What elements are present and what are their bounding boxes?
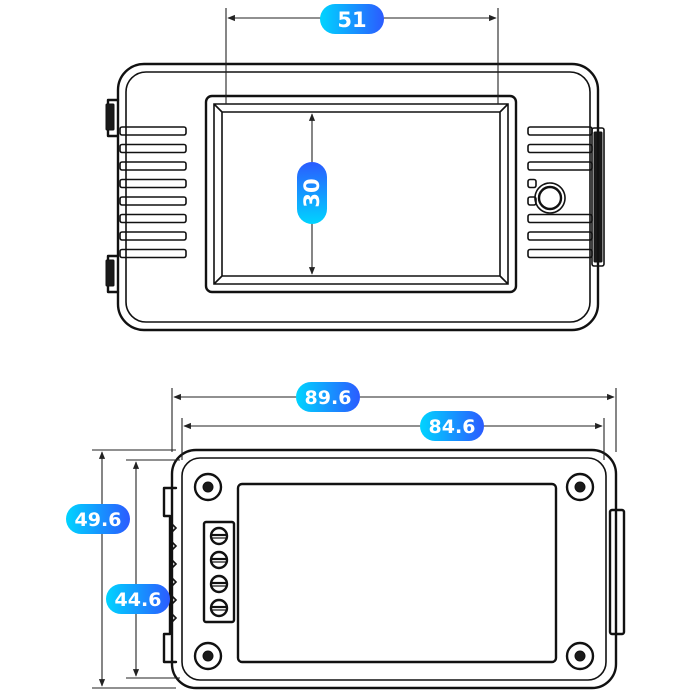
top-height-label-text: 30 bbox=[300, 178, 324, 207]
terminal-screw bbox=[209, 574, 229, 594]
bottom-inner-width-label: 84.6 bbox=[420, 411, 484, 441]
bottom-screw-top-left bbox=[193, 472, 223, 502]
top-left-vent-slot bbox=[119, 143, 187, 154]
top-height-label: 30 bbox=[297, 162, 327, 224]
top-reset-button bbox=[537, 185, 563, 211]
bottom-outer-width-label: 89.6 bbox=[296, 382, 360, 412]
bottom-screw-bottom-left bbox=[193, 641, 223, 671]
top-right-vent-slot bbox=[527, 178, 537, 189]
top-right-vent-slot bbox=[527, 213, 593, 224]
top-left-vent-slot bbox=[119, 126, 187, 136]
top-left-clip-lower-fill bbox=[105, 259, 115, 287]
bottom-outer-height-label-text: 49.6 bbox=[75, 509, 122, 531]
bottom-outer-width-label-text: 89.6 bbox=[305, 387, 352, 409]
top-view: 51 30 bbox=[105, 4, 605, 332]
terminal-screw bbox=[209, 526, 229, 546]
bottom-screw-top-right bbox=[565, 472, 595, 502]
top-right-vent-slot bbox=[527, 161, 593, 171]
bottom-view: 89.6 84.6 49.6 44.6 bbox=[66, 382, 626, 690]
top-left-vent-slot bbox=[119, 231, 187, 241]
bottom-left-clip bbox=[162, 486, 178, 664]
bottom-inner-height-label: 44.6 bbox=[106, 584, 170, 614]
top-left-vent-slot bbox=[119, 248, 187, 259]
top-right-vent-slot bbox=[527, 126, 593, 136]
top-display-bevel bbox=[213, 103, 509, 285]
bottom-panel bbox=[236, 482, 558, 664]
top-left-vent-slot bbox=[119, 196, 187, 206]
bottom-body-outer bbox=[170, 448, 618, 690]
top-left-vent-slot bbox=[119, 178, 187, 189]
top-width-label: 51 bbox=[320, 4, 384, 34]
top-body-outer bbox=[116, 62, 600, 332]
terminal-screw bbox=[209, 550, 229, 570]
terminal-screw bbox=[209, 598, 229, 618]
top-left-vent-slot bbox=[119, 161, 187, 171]
bottom-inner-width-label-text: 84.6 bbox=[429, 416, 476, 438]
top-left-vents bbox=[119, 126, 187, 259]
bottom-body-inner bbox=[181, 457, 607, 681]
top-right-vent-slot bbox=[527, 231, 593, 241]
top-left-vent-slot bbox=[119, 213, 187, 224]
top-right-vent-slot bbox=[527, 248, 593, 259]
top-right-vent-slot bbox=[527, 143, 593, 154]
bottom-terminals bbox=[209, 526, 229, 618]
bottom-screw-bottom-right bbox=[565, 641, 595, 671]
bottom-inner-height-label-text: 44.6 bbox=[115, 589, 162, 611]
bottom-outer-height-label: 49.6 bbox=[66, 504, 130, 534]
top-right-vents bbox=[527, 126, 593, 259]
top-left-clip-upper-fill bbox=[105, 103, 115, 131]
top-width-label-text: 51 bbox=[337, 8, 366, 32]
bottom-terminal-block bbox=[202, 520, 236, 624]
top-display-outer bbox=[204, 94, 518, 294]
top-reset-button-ring bbox=[534, 182, 566, 214]
